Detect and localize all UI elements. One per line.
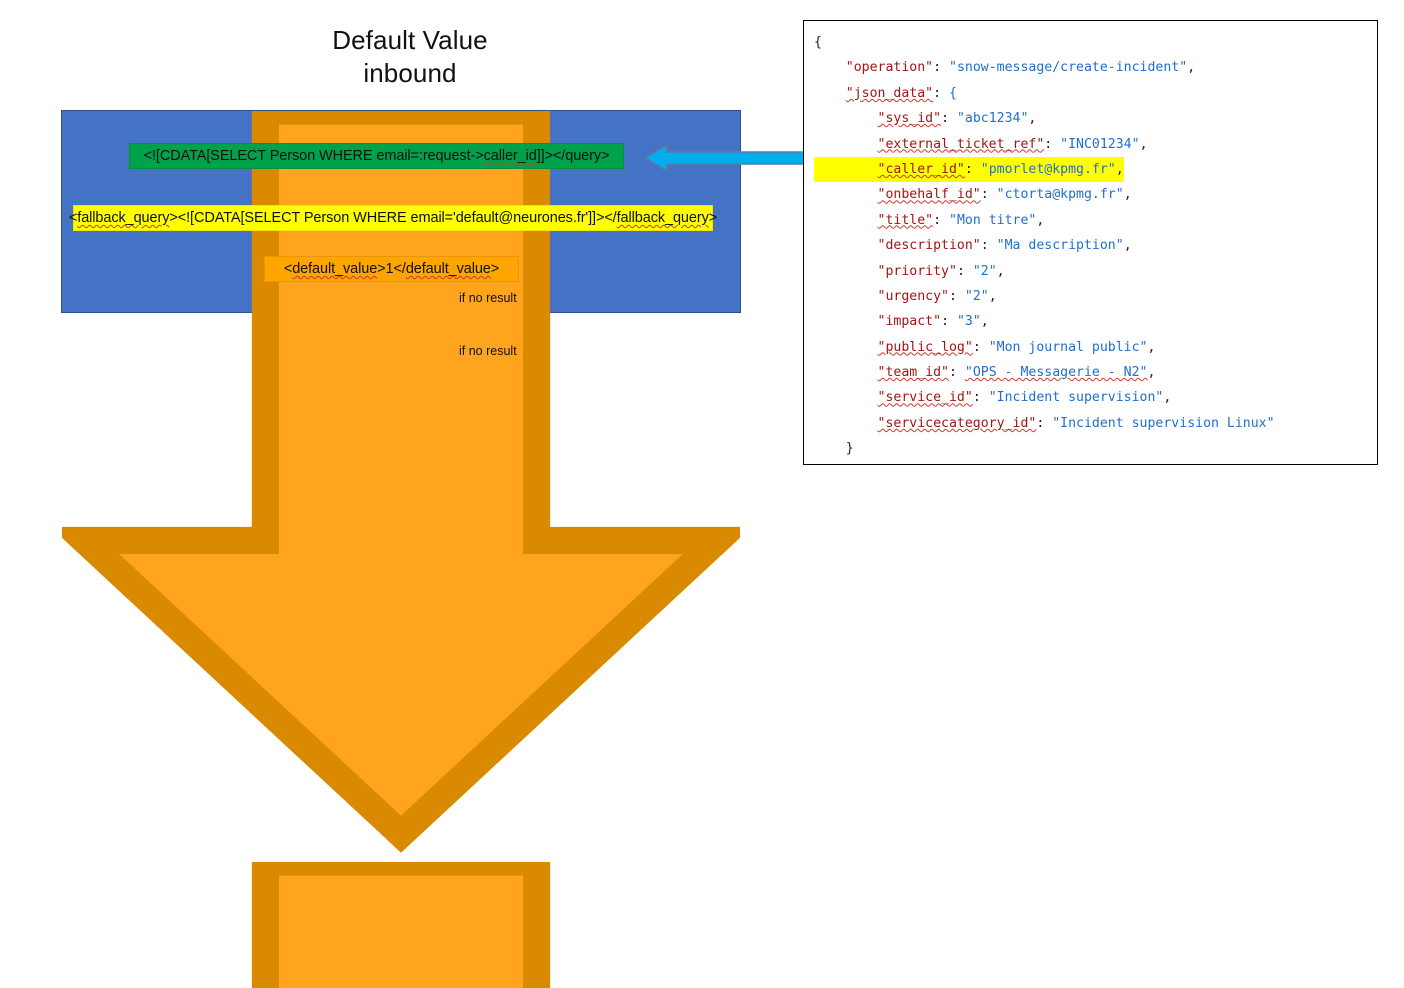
if-no-result-arrow-2: [251, 848, 551, 988]
fallback-query-box-text: <fallback_query><![CDATA[SELECT Person W…: [68, 210, 718, 226]
if-no-result-label-1: if no result: [459, 291, 517, 305]
query-box-text: <![CDATA[SELECT Person WHERE email=:requ…: [143, 148, 610, 164]
json-payload-panel: { "operation": "snow-message/create-inci…: [803, 20, 1378, 465]
default-value-box-text: <default_value>1</default_value>: [283, 261, 500, 277]
query-box: <![CDATA[SELECT Person WHERE email=:requ…: [129, 143, 624, 169]
default-value-box: <default_value>1</default_value>: [264, 256, 519, 282]
if-no-result-label-2: if no result: [459, 344, 517, 358]
json-code-block: { "operation": "snow-message/create-inci…: [814, 35, 1275, 457]
page-title: Default Value inbound: [332, 25, 488, 89]
fallback-query-box: <fallback_query><![CDATA[SELECT Person W…: [69, 205, 717, 231]
